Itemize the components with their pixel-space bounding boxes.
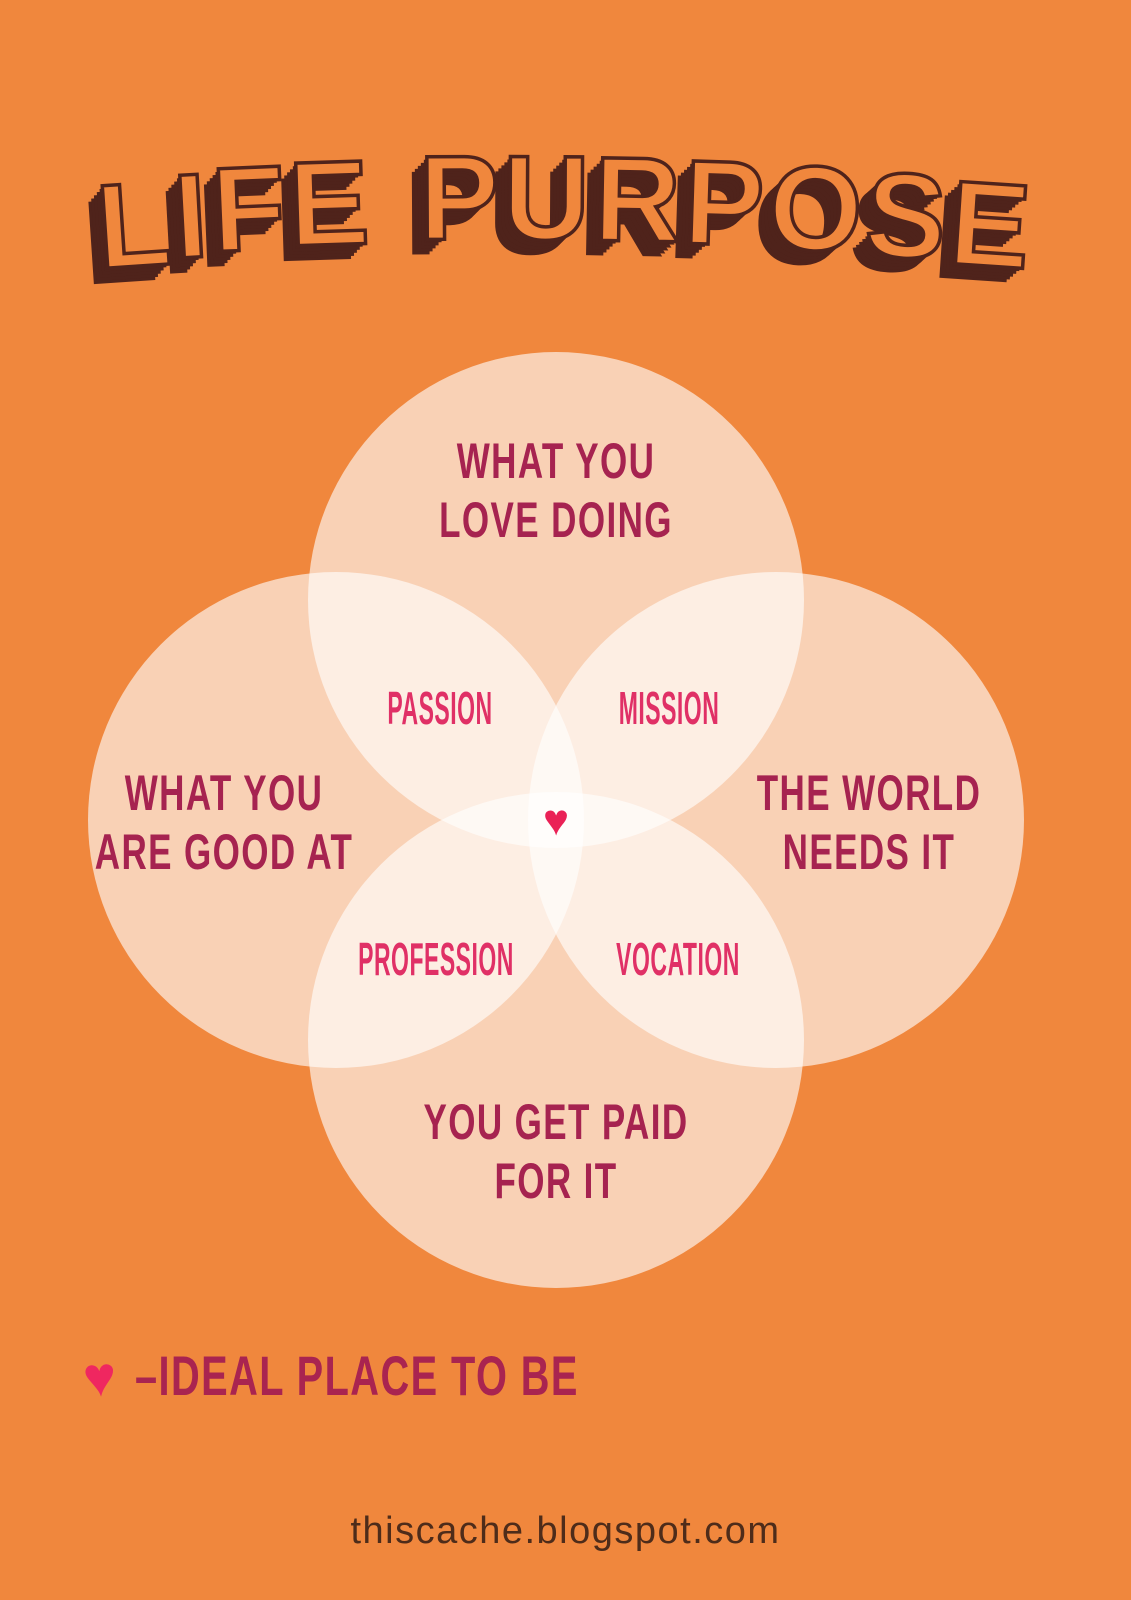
label-line: NEEDS IT bbox=[782, 824, 956, 880]
footer-url: thiscache.blogspot.com bbox=[350, 1510, 781, 1552]
label-line: ARE GOOD AT bbox=[94, 824, 354, 880]
label-line: FOR IT bbox=[494, 1153, 618, 1209]
legend-heart-icon: ♥ bbox=[80, 1343, 119, 1410]
label-what-you-love-doing: WHAT YOU LOVE DOING bbox=[439, 432, 673, 550]
label-line: YOU GET PAID bbox=[423, 1094, 689, 1150]
label-you-get-paid-for-it: YOU GET PAID FOR IT bbox=[423, 1093, 688, 1211]
label-mission: MISSION bbox=[618, 682, 720, 734]
label-the-world-needs-it: THE WORLD NEEDS IT bbox=[757, 764, 982, 882]
label-line: WHAT YOU bbox=[456, 433, 656, 489]
label-vocation: VOCATION bbox=[616, 933, 740, 985]
label-line: WHAT YOU bbox=[124, 765, 324, 821]
label-profession: PROFESSION bbox=[358, 933, 514, 985]
heart-icon: ♥ bbox=[542, 796, 570, 846]
label-line: THE WORLD bbox=[756, 765, 982, 821]
legend-label: –IDEAL PLACE TO BE bbox=[135, 1343, 579, 1407]
label-what-you-are-good-at: WHAT YOU ARE GOOD AT bbox=[95, 764, 353, 882]
page-title: LIFE PURPOSE bbox=[91, 129, 1040, 296]
label-passion: PASSION bbox=[387, 682, 493, 734]
venn-circle-bottom bbox=[308, 792, 804, 1288]
label-line: LOVE DOING bbox=[439, 492, 673, 548]
